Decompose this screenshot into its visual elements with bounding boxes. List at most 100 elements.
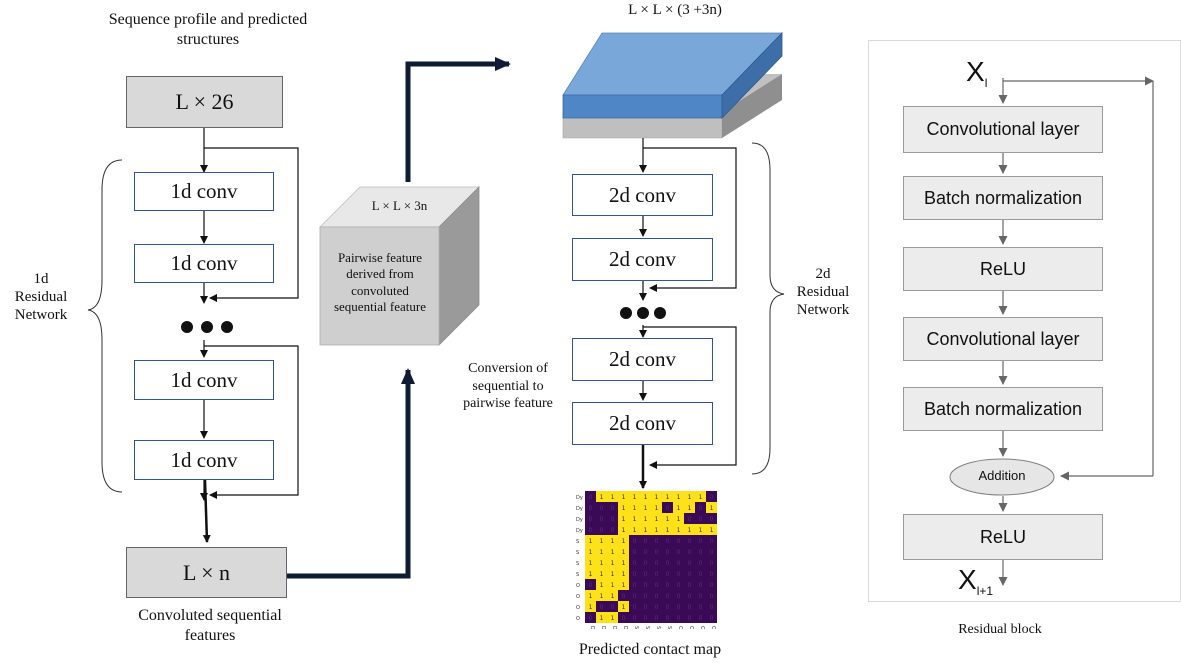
contact-map-value: 0 (655, 593, 659, 600)
contact-map-cell (684, 568, 695, 579)
contact-map-cell (629, 491, 640, 502)
contact-map-cell (640, 524, 651, 535)
contact-map-value: 1 (710, 527, 714, 534)
contact-map-cell (673, 535, 684, 546)
contact-map-cell (640, 590, 651, 601)
contact-map-cell (673, 491, 684, 502)
contact-map-cell (706, 546, 717, 557)
contact-map-cell (695, 502, 706, 513)
contact-map-value: 1 (589, 593, 593, 600)
contact-map-cell (673, 612, 684, 623)
contact-map-cell (706, 502, 717, 513)
contact-map-cell (684, 535, 695, 546)
contact-map-value: 0 (710, 549, 714, 556)
contact-map-value: 0 (589, 494, 593, 501)
contact-map-cell (662, 546, 673, 557)
contact-map-value: 1 (655, 505, 659, 512)
contact-map-value: 1 (622, 538, 626, 545)
contact-map-cell (618, 491, 629, 502)
contact-map-value: 1 (611, 549, 615, 556)
contact-map-cell (684, 557, 695, 568)
contact-map-cell (629, 535, 640, 546)
contact-map-cell (651, 546, 662, 557)
contact-map-value: 0 (644, 593, 648, 600)
contact-map-col-label: S (655, 626, 661, 629)
contact-map-value: 1 (688, 505, 692, 512)
contact-map-value: 1 (677, 494, 681, 501)
contact-map-value: 0 (710, 560, 714, 567)
contact-map-value: 0 (699, 604, 703, 611)
contact-map-cell (618, 513, 629, 524)
contact-map-value: 1 (600, 571, 604, 578)
output-x-symbol: X (958, 564, 977, 595)
contact-map-cell (651, 513, 662, 524)
contact-map-value: 0 (710, 494, 714, 501)
contact-map-col-label: S (644, 626, 650, 629)
contact-map-cell (640, 612, 651, 623)
contact-map-cell (684, 579, 695, 590)
contact-map-cell (695, 491, 706, 502)
contact-map-cell (607, 601, 618, 612)
contact-map-cell (629, 579, 640, 590)
contact-map-row-label: S (576, 561, 579, 567)
contact-map-value: 1 (622, 505, 626, 512)
contact-map-cell (629, 601, 640, 612)
contact-map-value: 0 (688, 604, 692, 611)
contact-map-cell (706, 568, 717, 579)
contact-map-cell (585, 590, 596, 601)
contact-map-cell (585, 535, 596, 546)
contact-map-cell (596, 568, 607, 579)
contact-map-cell (662, 557, 673, 568)
contact-map-value: 0 (633, 560, 637, 567)
contact-map-cell (618, 612, 629, 623)
contact-map-value: 1 (589, 549, 593, 556)
contact-map-value: 0 (677, 549, 681, 556)
contact-map-cell (662, 612, 673, 623)
contact-map-col-label: O (710, 626, 716, 629)
contact-map-value: 0 (699, 538, 703, 545)
contact-map-value: 0 (644, 538, 648, 545)
contact-map-value: 0 (688, 615, 692, 622)
contact-map-row-label: Dy (576, 495, 583, 501)
contact-map-value: 0 (589, 615, 593, 622)
contact-map-cell (640, 535, 651, 546)
contact-map-value: 0 (688, 560, 692, 567)
contact-map-cell (607, 568, 618, 579)
residual-conv-layer-2: Convolutional layer (903, 317, 1103, 361)
contact-map-row-label: Dy (576, 528, 583, 534)
conversion-caption: Conversion of sequential to pairwise fea… (463, 361, 553, 411)
contact-map-cell (629, 568, 640, 579)
contact-map-value: 1 (589, 571, 593, 578)
contact-map-cell (684, 524, 695, 535)
conv1d-block-2: 1d conv (134, 244, 274, 283)
cube-front-label: Pairwise feature derived from convoluted… (333, 250, 427, 314)
contact-map-row-label: O (576, 594, 580, 600)
contact-map-cell (596, 590, 607, 601)
contact-map-value: 0 (655, 582, 659, 589)
input-x-subscript: l (984, 76, 988, 90)
contact-map-value: 1 (611, 571, 615, 578)
contact-map-cell (673, 524, 684, 535)
contact-map-cell (607, 502, 618, 513)
contact-map-row-label: S (576, 539, 579, 545)
contact-map-value: 1 (611, 560, 615, 567)
contact-map-value: 1 (655, 527, 659, 534)
conv1d-block-4: 1d conv (134, 440, 274, 480)
contact-map-value: 0 (633, 538, 637, 545)
contact-map-value: 0 (666, 582, 670, 589)
slab-label: L × L × (3 +3n) (628, 2, 722, 18)
contact-map-value: 0 (633, 549, 637, 556)
contact-map-cell (706, 579, 717, 590)
cube-top-label: L × L × 3n (371, 198, 428, 213)
contact-map-value: 0 (688, 593, 692, 600)
contact-map-value: 1 (600, 549, 604, 556)
contact-map-cell (618, 502, 629, 513)
contact-map-value: 0 (655, 604, 659, 611)
addition-node: Addition (978, 468, 1026, 483)
contact-map-value: 0 (622, 615, 626, 622)
contact-map-value: 0 (710, 593, 714, 600)
conv2d-block-2: 2d conv (572, 238, 713, 281)
contact-map-cell (684, 491, 695, 502)
contact-map-cell (651, 524, 662, 535)
contact-map-value: 0 (710, 615, 714, 622)
